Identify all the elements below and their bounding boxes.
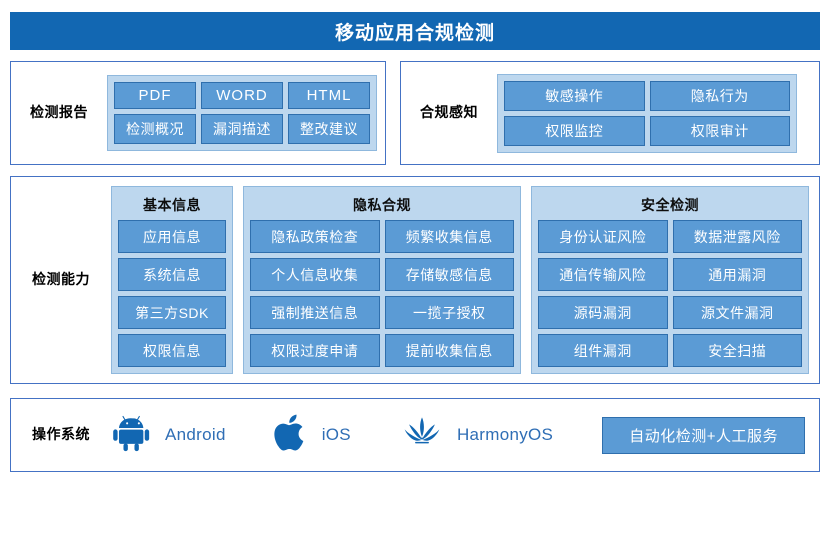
compliance-awareness-group: 敏感操作 隐私行为 权限监控 权限审计 xyxy=(497,73,797,153)
security-chip-security-scan[interactable]: 安全扫描 xyxy=(672,334,802,367)
security-detection-chip-grid: 身份认证风险 数据泄露风险 通信传输风险 通用漏洞 源码漏洞 源文件漏洞 组件漏… xyxy=(538,220,802,367)
basic-chip-system-info[interactable]: 系统信息 xyxy=(118,258,226,291)
awareness-chip-privacy-behavior[interactable]: 隐私行为 xyxy=(649,80,790,111)
detection-report-chip-grid: PDF WORD HTML 检测概况 漏洞描述 整改建议 xyxy=(114,82,370,144)
os-item-harmonyos[interactable]: HarmonyOS xyxy=(397,412,553,459)
capability-group-privacy-compliance: 隐私合规 隐私政策检查 频繁收集信息 个人信息收集 存储敏感信息 强制推送信息 … xyxy=(243,186,521,374)
capability-group-security-detection: 安全检测 身份认证风险 数据泄露风险 通信传输风险 通用漏洞 源码漏洞 源文件漏… xyxy=(531,186,809,374)
operating-system-card: 操作系统 Android xyxy=(10,398,820,472)
report-chip-word[interactable]: WORD xyxy=(201,82,283,109)
security-chip-data-leak-risk[interactable]: 数据泄露风险 xyxy=(672,220,802,253)
os-item-ios[interactable]: iOS xyxy=(272,410,351,461)
report-chip-vuln-description[interactable]: 漏洞描述 xyxy=(201,114,283,144)
privacy-chip-bundled-authorization[interactable]: 一揽子授权 xyxy=(384,296,514,329)
privacy-chip-frequent-collection[interactable]: 频繁收集信息 xyxy=(384,220,514,253)
group-title-security-detection: 安全检测 xyxy=(641,197,699,213)
privacy-chip-sensitive-storage[interactable]: 存储敏感信息 xyxy=(384,258,514,291)
privacy-chip-policy-check[interactable]: 隐私政策检查 xyxy=(250,220,380,253)
security-chip-component-vulnerability[interactable]: 组件漏洞 xyxy=(538,334,668,367)
security-chip-identity-auth-risk[interactable]: 身份认证风险 xyxy=(538,220,668,253)
compliance-awareness-chip-grid: 敏感操作 隐私行为 权限监控 权限审计 xyxy=(504,80,790,146)
security-chip-source-code-vulnerability[interactable]: 源码漏洞 xyxy=(538,296,668,329)
compliance-awareness-label: 合规感知 xyxy=(420,104,478,121)
os-name-ios: iOS xyxy=(321,425,351,444)
detection-report-card: 检测报告 PDF WORD HTML 检测概况 漏洞描述 整改建议 xyxy=(10,61,386,165)
privacy-chip-early-collection[interactable]: 提前收集信息 xyxy=(384,334,514,367)
operating-system-label: 操作系统 xyxy=(32,426,90,443)
os-name-android: Android xyxy=(165,425,226,444)
basic-chip-app-info[interactable]: 应用信息 xyxy=(118,220,226,253)
page-title: 移动应用合规检测 xyxy=(10,12,820,50)
basic-info-chip-grid: 应用信息 系统信息 第三方SDK 权限信息 xyxy=(118,220,226,367)
detection-report-group: PDF WORD HTML 检测概况 漏洞描述 整改建议 xyxy=(107,75,377,151)
capability-group-basic-info: 基本信息 应用信息 系统信息 第三方SDK 权限信息 xyxy=(111,186,233,374)
privacy-compliance-chip-grid: 隐私政策检查 频繁收集信息 个人信息收集 存储敏感信息 强制推送信息 一揽子授权… xyxy=(250,220,514,367)
compliance-detection-diagram: 移动应用合规检测 检测报告 PDF WORD HTML 检测概况 漏洞描述 整改… xyxy=(0,12,830,534)
android-icon xyxy=(111,411,155,460)
top-row: 检测报告 PDF WORD HTML 检测概况 漏洞描述 整改建议 合规感知 敏… xyxy=(10,61,820,165)
report-chip-pdf[interactable]: PDF xyxy=(114,82,196,109)
huawei-icon xyxy=(397,412,447,459)
basic-chip-third-party-sdk[interactable]: 第三方SDK xyxy=(118,296,226,329)
report-chip-remediation-advice[interactable]: 整改建议 xyxy=(288,114,370,144)
group-title-privacy-compliance: 隐私合规 xyxy=(353,197,411,213)
report-chip-html[interactable]: HTML xyxy=(288,82,370,109)
detection-capability-label: 检测能力 xyxy=(32,271,90,288)
operating-system-items: Android iOS xyxy=(111,410,805,461)
apple-icon xyxy=(272,410,312,461)
awareness-chip-permission-monitor[interactable]: 权限监控 xyxy=(504,115,645,146)
privacy-chip-forced-push[interactable]: 强制推送信息 xyxy=(250,296,380,329)
os-item-android[interactable]: Android xyxy=(111,411,226,460)
security-chip-source-file-vulnerability[interactable]: 源文件漏洞 xyxy=(672,296,802,329)
os-name-harmonyos: HarmonyOS xyxy=(456,425,554,444)
awareness-chip-sensitive-operation[interactable]: 敏感操作 xyxy=(504,80,645,111)
security-chip-transmission-risk[interactable]: 通信传输风险 xyxy=(538,258,668,291)
compliance-awareness-card: 合规感知 敏感操作 隐私行为 权限监控 权限审计 xyxy=(400,61,820,165)
privacy-chip-excessive-permission[interactable]: 权限过度申请 xyxy=(250,334,380,367)
security-chip-general-vulnerability[interactable]: 通用漏洞 xyxy=(672,258,802,291)
report-chip-overview[interactable]: 检测概况 xyxy=(114,114,196,144)
detection-capability-card: 检测能力 基本信息 应用信息 系统信息 第三方SDK 权限信息 隐私合规 隐私政… xyxy=(10,176,820,384)
group-title-basic-info: 基本信息 xyxy=(143,197,201,213)
privacy-chip-personal-info-collection[interactable]: 个人信息收集 xyxy=(250,258,380,291)
detection-report-label: 检测报告 xyxy=(30,104,88,121)
automation-plus-manual-service-button[interactable]: 自动化检测+人工服务 xyxy=(602,416,805,454)
page-title-text: 移动应用合规检测 xyxy=(334,22,495,44)
basic-chip-permission-info[interactable]: 权限信息 xyxy=(118,334,226,367)
awareness-chip-permission-audit[interactable]: 权限审计 xyxy=(649,115,790,146)
capability-groups: 基本信息 应用信息 系统信息 第三方SDK 权限信息 隐私合规 隐私政策检查 频… xyxy=(111,186,809,374)
